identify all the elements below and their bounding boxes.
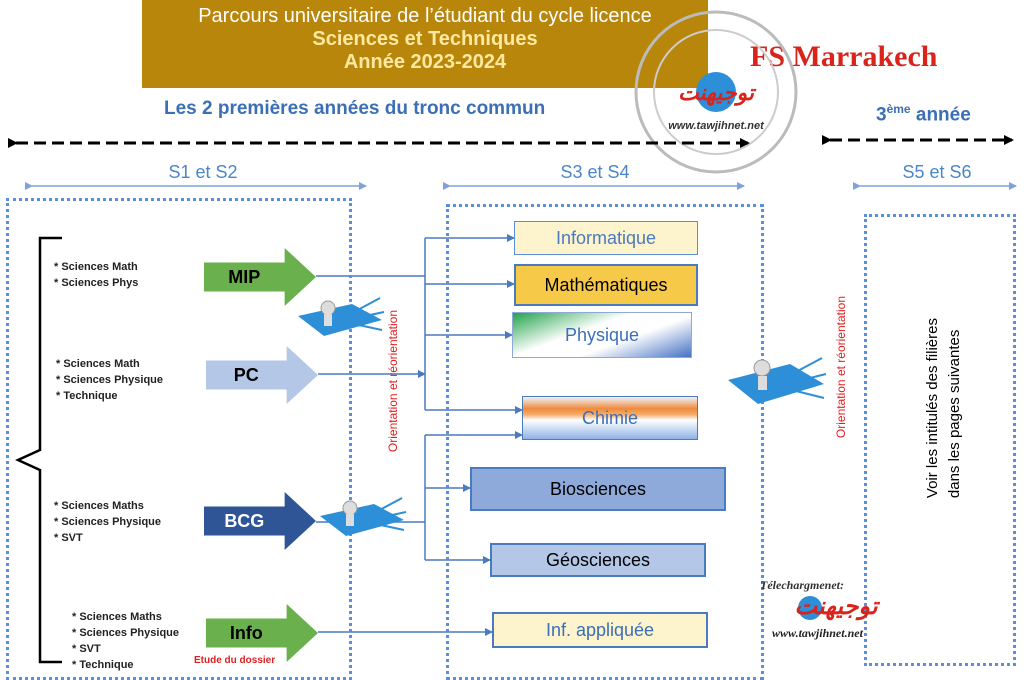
requirement-item: * SVT [54, 532, 83, 544]
semester-s5s6: S5 et S6 [902, 162, 972, 182]
track-arrow-pc: PC [206, 346, 318, 404]
track-arrow-mip: MIP [204, 248, 316, 306]
specialty-mathematiques: Mathématiques [514, 264, 698, 306]
title-line-2: Sciences et Techniques [312, 28, 538, 50]
download-label: Télechargmenet: [760, 578, 844, 592]
panel-s1s2 [6, 198, 352, 680]
track-arrow-info: Info [206, 604, 318, 662]
specialty-geosciences: Géosciences [490, 543, 706, 577]
seal-arabic-text: توجيهنت [677, 80, 755, 105]
orientation-figure-icon [724, 352, 828, 408]
track-label-bcg: BCG [224, 510, 265, 531]
track-label-pc: PC [233, 364, 259, 385]
semester-s1s2: S1 et S2 [168, 162, 238, 182]
s5s6-info-text: Voir les intitulés des filières dans les… [922, 318, 966, 498]
requirement-item: * Sciences Maths [72, 611, 162, 623]
requirements-mip: * Sciences Math * Sciences Phys [54, 259, 138, 291]
panel-s5s6 [864, 214, 1016, 666]
requirement-item: * Sciences Physique [54, 516, 161, 528]
semester-s3s4: S3 et S4 [560, 162, 630, 182]
orientation-label-left: Orientation et réorientation [386, 310, 400, 453]
requirement-item: * Sciences Math [54, 261, 138, 273]
etude-dossier-note: Etude du dossier [194, 655, 276, 666]
specialty-inf-appliquee: Inf. appliquée [492, 612, 708, 648]
requirements-info: * Sciences Maths * Sciences Physique * S… [72, 609, 179, 673]
third-year-number: 3 [876, 104, 887, 126]
s5s6-info-line-2: dans les pages suivantes [946, 329, 963, 499]
track-arrow-bcg: BCG [204, 492, 316, 550]
requirements-bcg: * Sciences Maths * Sciences Physique * S… [54, 498, 161, 546]
requirement-item: * SVT [72, 643, 101, 655]
s5s6-info-line-1: Voir les intitulés des filières [924, 318, 941, 499]
third-year-suffix: ème [886, 102, 911, 116]
requirement-item: * Technique [72, 659, 134, 671]
panel-s3s4 [446, 204, 764, 680]
tawjihnet-seal-logo: توجيهنت www.tawjihnet.net [632, 8, 800, 176]
bottom-logo-arabic: توجيهنت [794, 593, 878, 620]
specialty-biosciences: Biosciences [470, 467, 726, 511]
third-year-header: 3ème année [876, 102, 971, 126]
orientation-figure-icon [294, 294, 386, 340]
requirement-item: * Sciences Math [56, 358, 140, 370]
tawjihnet-logo-bottom: توجيهنت [766, 592, 906, 626]
specialty-physique: Physique [512, 312, 692, 358]
requirement-item: * Sciences Phys [54, 277, 139, 289]
requirement-item: * Sciences Physique [72, 627, 179, 639]
requirement-item: * Sciences Physique [56, 374, 163, 386]
track-label-mip: MIP [228, 266, 261, 287]
track-label-info: Info [229, 622, 263, 643]
requirement-item: * Sciences Maths [54, 500, 144, 512]
tronc-commun-header: Les 2 premières années du tronc commun [164, 98, 546, 119]
orientation-figure-icon [316, 494, 408, 540]
seal-url-text: www.tawjihnet.net [668, 120, 764, 132]
download-url: www.tawjihnet.net [772, 626, 863, 640]
specialty-chimie: Chimie [522, 396, 698, 440]
title-banner: Parcours universitaire de l’étudiant du … [142, 0, 708, 88]
third-year-word: année [910, 104, 971, 126]
requirements-pc: * Sciences Math * Sciences Physique * Te… [56, 356, 163, 404]
requirement-item: * Technique [56, 390, 118, 402]
orientation-label-right: Orientation et réorientation [834, 296, 848, 439]
title-line-1: Parcours universitaire de l’étudiant du … [198, 5, 652, 27]
specialty-informatique: Informatique [514, 221, 698, 255]
title-line-3: Année 2023-2024 [343, 51, 507, 73]
